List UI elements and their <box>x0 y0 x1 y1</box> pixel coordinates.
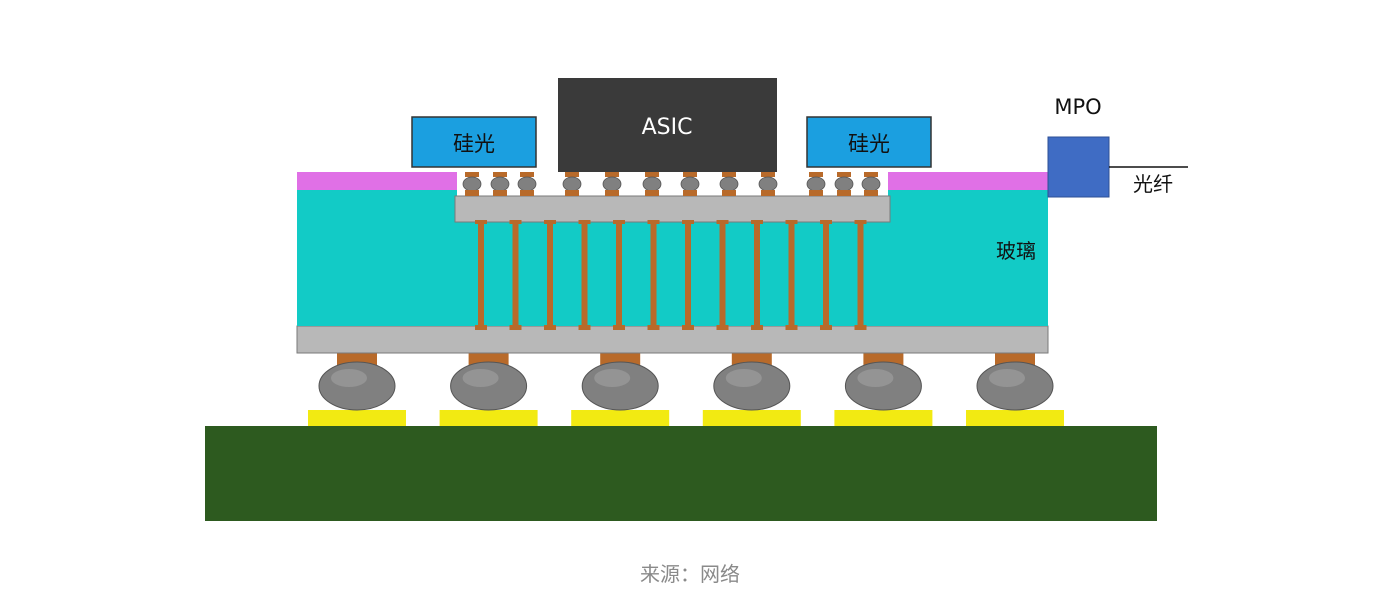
silicon-photonics-right-chip <box>806 116 932 168</box>
bga-ball-6 <box>976 353 1054 411</box>
bga-ball-5 <box>844 353 922 411</box>
micro-bump-4 <box>562 172 582 196</box>
micro-bumps <box>462 172 881 196</box>
micro-bump-10 <box>806 172 826 196</box>
silicon-photonics-left-chip <box>411 116 537 168</box>
micro-bump-6 <box>642 172 662 196</box>
micro-bump-9 <box>758 172 778 196</box>
pcb-pad-6 <box>966 410 1064 426</box>
micro-bump-7 <box>680 172 700 196</box>
via-12 <box>854 220 867 330</box>
via-5 <box>613 220 625 330</box>
via-11 <box>820 220 832 330</box>
via-8 <box>716 220 729 330</box>
top-redistribution-layer <box>454 195 891 223</box>
glass-label: 玻璃 <box>996 239 1036 263</box>
bga-ball-2 <box>450 353 528 411</box>
micro-bump-11 <box>834 172 854 196</box>
mpo-label: MPO <box>1054 95 1101 119</box>
source-caption: 来源：网络 <box>640 562 740 586</box>
pcb-pad-2 <box>439 410 538 426</box>
via-7 <box>682 220 694 330</box>
via-9 <box>751 220 763 330</box>
fiber-label: 光纤 <box>1133 172 1173 196</box>
pcb-pad-3 <box>571 410 670 426</box>
bga-ball-4 <box>713 353 791 411</box>
via-4 <box>578 220 591 330</box>
glass-core-center <box>457 222 888 326</box>
micro-bump-1 <box>462 172 482 196</box>
via-6 <box>647 220 660 330</box>
via-3 <box>544 220 556 330</box>
glass-core-left <box>297 190 457 326</box>
glass-core-right <box>888 190 1048 326</box>
pcb-pad-4 <box>702 410 801 426</box>
bga-ball-3 <box>581 353 659 411</box>
micro-bump-5 <box>602 172 622 196</box>
pcb-pad-1 <box>308 410 406 426</box>
pcb-pad-5 <box>834 410 933 426</box>
micro-bump-8 <box>719 172 739 196</box>
micro-bump-12 <box>861 172 881 196</box>
via-2 <box>509 220 522 330</box>
silicon-photonics-left-label: 硅光 <box>453 132 495 156</box>
pcb-board <box>205 426 1157 521</box>
silicon-photonics-right-label: 硅光 <box>848 132 890 156</box>
bga-ball-1 <box>318 353 396 411</box>
pink-layer-right <box>888 172 1048 190</box>
micro-bump-2 <box>490 172 510 196</box>
via-10 <box>785 220 798 330</box>
through-glass-vias <box>475 220 867 330</box>
mpo-connector <box>1047 136 1110 198</box>
micro-bump-3 <box>517 172 537 196</box>
asic-label: ASIC <box>642 115 693 140</box>
bga-solder-balls <box>318 353 1054 411</box>
pink-layer-left <box>297 172 457 190</box>
pcb-pads <box>308 410 1064 426</box>
bottom-redistribution-layer <box>296 325 1049 354</box>
asic-chip <box>558 78 777 172</box>
via-1 <box>475 220 487 330</box>
